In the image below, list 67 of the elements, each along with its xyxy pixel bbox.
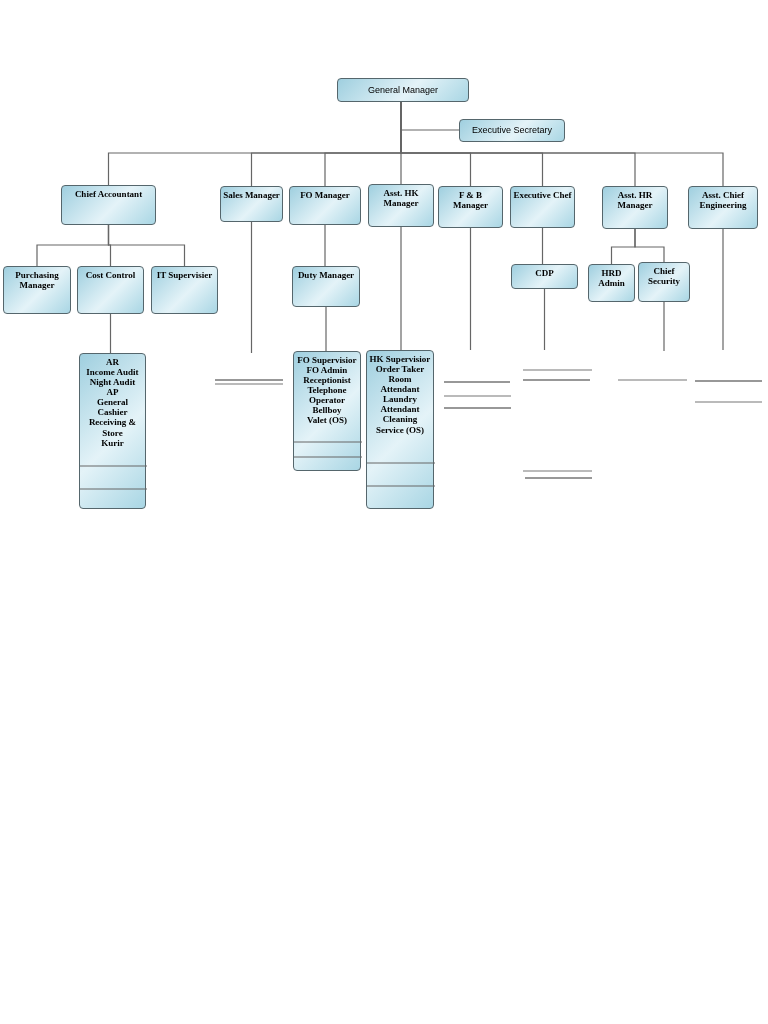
position-title: Chief Accountant (74, 189, 143, 200)
position-title: General Manager (367, 84, 438, 96)
connector-line (722, 228, 724, 351)
connector-line (250, 221, 253, 354)
position-title: Valet (OS) (307, 415, 347, 426)
position-box (688, 186, 758, 229)
position-box (220, 186, 283, 222)
position-title: HRD Admin (597, 268, 626, 289)
position-box (61, 185, 156, 225)
position-title: Kurir (101, 437, 124, 448)
position-box (459, 119, 565, 142)
position-box (292, 266, 360, 307)
position-title: Cleaning Service (OS) (374, 414, 426, 435)
position-title: AR (106, 357, 119, 368)
position-box (438, 186, 503, 228)
position-title: Asst. HR Manager (616, 190, 654, 211)
position-title: Sales Manager (223, 190, 280, 201)
position-title: General Cashier (96, 397, 129, 418)
connector-line (109, 313, 112, 354)
position-title: Room Attendant (379, 374, 421, 395)
position-title: F & B Manager (452, 190, 489, 211)
position-box (602, 186, 668, 229)
position-title: HK Supervisior (369, 354, 431, 365)
position-title: Executive Secretary (471, 125, 552, 136)
connector-line (324, 224, 326, 267)
connector-line (469, 227, 472, 351)
position-title: Income Audit (86, 367, 139, 378)
position-box (510, 186, 575, 228)
position-title: Bellboy (312, 405, 342, 416)
position-box (151, 266, 218, 314)
staff-list-box (79, 353, 146, 509)
position-title: CDP (535, 268, 554, 279)
position-box (77, 266, 144, 314)
connector-line (663, 301, 665, 352)
position-title: AP (106, 387, 119, 398)
connector-line (543, 288, 546, 351)
position-title: Laundry Attendant (379, 394, 421, 415)
position-box (638, 262, 690, 302)
connector-line (325, 306, 327, 352)
position-title: Receptionist (303, 375, 351, 386)
position-box (337, 78, 469, 102)
connector-line (400, 226, 402, 351)
position-box (511, 264, 578, 289)
position-title: Asst. Chief Engineering (698, 190, 748, 211)
position-title: Duty Manager (297, 270, 355, 281)
position-title: Executive Chef (513, 190, 572, 201)
connector-line (541, 227, 544, 265)
position-box (368, 184, 434, 227)
position-title: Receiving & Store (87, 417, 138, 438)
position-title: Purchasing Manager (14, 270, 60, 291)
staff-list-box (366, 350, 434, 509)
position-title: Asst. HK Manager (382, 188, 420, 209)
position-title: Cost Control (85, 270, 136, 281)
position-title: Telephone Operator (306, 385, 348, 406)
position-title: IT Supervisier (156, 270, 213, 281)
position-title: FO Admin (306, 365, 348, 376)
staff-list-box (293, 351, 361, 471)
position-title: Chief Security (647, 266, 681, 287)
position-title: FO Manager (300, 190, 350, 201)
connector-line (634, 228, 665, 263)
position-title: Order Taker (375, 364, 425, 375)
position-box (289, 186, 361, 225)
position-box (588, 264, 635, 302)
position-title: FO Supervisior (297, 355, 357, 366)
position-box (3, 266, 71, 314)
position-title: Night Audit (89, 377, 136, 388)
connector-line (107, 224, 186, 267)
